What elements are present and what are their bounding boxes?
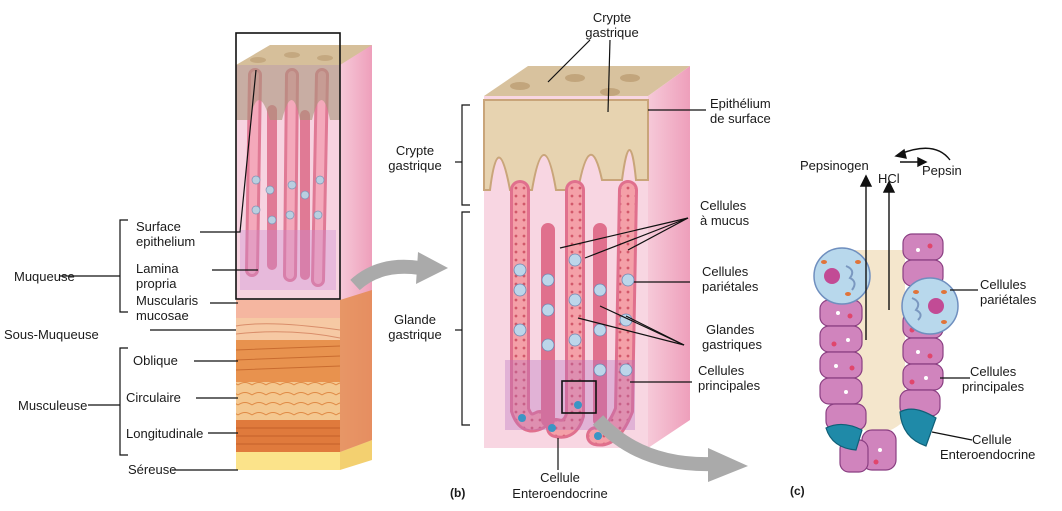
label-epithelium-2: de surface xyxy=(710,111,771,126)
label-principales-b-2: principales xyxy=(698,378,760,393)
label-circulaire: Circulaire xyxy=(126,390,181,405)
label-glande-1: Glande xyxy=(378,312,452,327)
label-hcl: HCl xyxy=(878,171,900,186)
label-sous-muqueuse: Sous-Muqueuse xyxy=(4,327,99,342)
label-longitudinale: Longitudinale xyxy=(126,426,203,441)
panel-c-letter: (c) xyxy=(790,484,805,499)
label-entero-c-1: Cellule xyxy=(972,432,1012,447)
label-pepsin: Pepsin xyxy=(922,163,962,178)
label-surface-epithelium-2: epithelium xyxy=(136,234,195,249)
label-entero-b-1: Cellule xyxy=(505,470,615,485)
label-musculeuse: Musculeuse xyxy=(18,398,87,413)
label-parietales-c-2: pariétales xyxy=(980,292,1036,307)
label-glandes-2: gastriques xyxy=(702,337,762,352)
label-parietales-b-2: pariétales xyxy=(702,279,758,294)
label-sereuse: Séreuse xyxy=(128,462,176,477)
label-glande-2: gastrique xyxy=(378,327,452,342)
label-glandes-1: Glandes xyxy=(706,322,754,337)
label-crypte-left-1: Crypte xyxy=(378,143,452,158)
label-principales-c-1: Cellules xyxy=(970,364,1016,379)
label-epithelium-1: Epithélium xyxy=(710,96,771,111)
label-muscularis-mucosae-1: Muscularis xyxy=(136,293,198,308)
label-lamina-propria-2: propria xyxy=(136,276,176,291)
label-pepsinogen: Pepsinogen xyxy=(800,158,869,173)
label-oblique: Oblique xyxy=(133,353,178,368)
panel-b-gastric-glands xyxy=(455,40,706,470)
label-entero-c-2: Enteroendocrine xyxy=(940,447,1035,462)
label-mucus-2: à mucus xyxy=(700,213,749,228)
label-crypte-top-1: Crypte xyxy=(572,10,652,25)
label-lamina-propria-1: Lamina xyxy=(136,261,179,276)
label-principales-b-1: Cellules xyxy=(698,363,744,378)
label-principales-c-2: principales xyxy=(962,379,1024,394)
label-surface-epithelium-1: Surface xyxy=(136,219,181,234)
label-crypte-left-2: gastrique xyxy=(378,158,452,173)
panel-a-wall-section xyxy=(60,33,372,470)
panel-c-gland-detail xyxy=(814,148,978,472)
label-crypte-top-2: gastrique xyxy=(572,25,652,40)
label-muqueuse: Muqueuse xyxy=(14,269,75,284)
panel-b-letter: (b) xyxy=(450,486,465,501)
label-mucus-1: Cellules xyxy=(700,198,746,213)
label-parietales-c-1: Cellules xyxy=(980,277,1026,292)
label-parietales-b-1: Cellules xyxy=(702,264,748,279)
label-entero-b-2: Enteroendocrine xyxy=(495,486,625,501)
label-muscularis-mucosae-2: mucosae xyxy=(136,308,189,323)
